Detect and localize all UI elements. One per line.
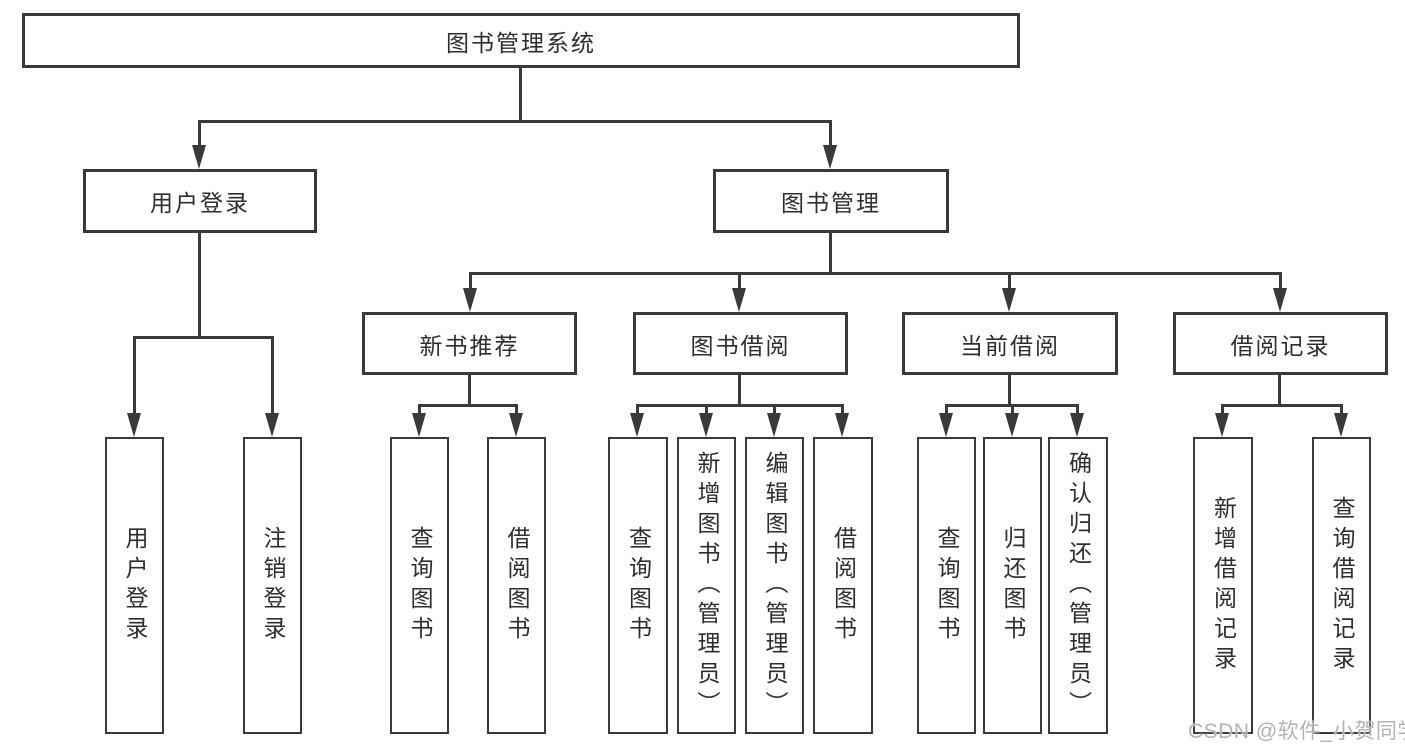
node-leaf-add-borrow-record: 新增借阅记录	[1193, 437, 1253, 734]
node-label: 新增借阅记录	[1210, 495, 1237, 676]
node-label: 图书管理系统	[446, 29, 596, 56]
connector-line	[1008, 272, 1011, 292]
connector-line	[198, 120, 832, 123]
connector-line	[738, 375, 741, 406]
arrowhead	[1273, 288, 1287, 312]
node-label: 当前借阅	[960, 332, 1060, 359]
connector-line	[469, 272, 472, 292]
node-borrowing-records: 借阅记录	[1173, 312, 1388, 375]
connector-line	[1278, 375, 1281, 406]
node-label: 注销登录	[260, 525, 286, 646]
connector-line	[705, 404, 708, 416]
connector-line	[945, 404, 948, 416]
connector-line	[515, 404, 518, 416]
node-leaf-confirm-return-admin: 确认归还（管理员）	[1048, 437, 1108, 734]
node-leaf-query-books-borrowing: 查询图书	[608, 437, 668, 734]
connector-line	[469, 272, 1282, 275]
connector-line	[738, 272, 741, 292]
node-user-login: 用户登录	[83, 169, 317, 233]
arrowhead	[1334, 413, 1348, 437]
node-label: 借阅图书	[830, 525, 857, 646]
node-label: 借阅记录	[1230, 332, 1331, 359]
connector-line	[1008, 375, 1011, 406]
arrowhead	[767, 413, 781, 437]
node-leaf-logout: 注销登录	[243, 437, 302, 734]
arrowhead	[823, 145, 837, 169]
connector-line	[636, 404, 639, 416]
connector-line	[829, 120, 832, 150]
arrowhead	[1005, 413, 1019, 437]
connector-line	[1076, 404, 1079, 416]
arrowhead	[509, 413, 523, 437]
arrowhead	[127, 413, 141, 437]
connector-line	[198, 120, 201, 150]
node-leaf-return-book: 归还图书	[983, 437, 1042, 734]
arrowhead	[463, 288, 477, 312]
node-label: 编辑图书（管理员）	[762, 450, 788, 721]
node-leaf-user-login: 用户登录	[105, 437, 164, 734]
connector-line	[468, 375, 471, 406]
connector-line	[1279, 272, 1282, 292]
node-book-management: 图书管理	[713, 169, 949, 233]
connector-line	[418, 404, 421, 416]
node-label: 图书管理	[781, 190, 881, 216]
arrowhead	[732, 288, 746, 312]
node-leaf-query-books-current: 查询图书	[917, 437, 976, 734]
node-leaf-edit-book-admin: 编辑图书（管理员）	[745, 437, 804, 734]
connector-line	[418, 404, 518, 407]
node-label: 归还图书	[1000, 525, 1026, 646]
node-leaf-borrow-books-recommend: 借阅图书	[487, 437, 546, 734]
arrowhead	[939, 413, 953, 437]
node-label: 图书借阅	[690, 332, 791, 359]
node-label: 用户登录	[122, 525, 148, 646]
node-new-book-recommendation: 新书推荐	[362, 312, 577, 375]
node-label: 用户登录	[150, 190, 250, 216]
connector-line	[773, 404, 776, 416]
connector-line	[1221, 404, 1343, 407]
node-label: 确认归还（管理员）	[1065, 450, 1092, 721]
node-leaf-borrow-books: 借阅图书	[813, 437, 873, 734]
node-label: 查询图书	[407, 525, 433, 646]
node-leaf-query-books-recommend: 查询图书	[390, 437, 449, 734]
connector-line	[1340, 404, 1343, 416]
arrowhead	[265, 413, 279, 437]
node-leaf-query-borrow-record: 查询借阅记录	[1312, 437, 1371, 734]
node-leaf-add-book-admin: 新增图书（管理员）	[677, 437, 736, 734]
arrowhead	[1002, 288, 1016, 312]
node-label: 查询图书	[625, 525, 652, 646]
arrowhead	[699, 413, 713, 437]
node-label: 查询借阅记录	[1329, 495, 1355, 676]
connector-line	[1221, 404, 1224, 416]
connector-line	[519, 68, 522, 122]
connector-line	[133, 336, 274, 339]
arrowhead	[1215, 413, 1229, 437]
connector-line	[271, 336, 274, 416]
node-label: 查询图书	[934, 525, 960, 646]
arrowhead	[192, 145, 206, 169]
arrowhead	[835, 413, 849, 437]
csdn-watermark: CSDN @软件_小贺同学	[1188, 720, 1405, 743]
node-library-management-system: 图书管理系统	[22, 13, 1020, 68]
connector-line	[1011, 404, 1014, 416]
node-book-borrowing: 图书借阅	[633, 312, 848, 375]
connector-line	[841, 404, 844, 416]
connector-line	[829, 233, 832, 275]
arrowhead	[1070, 413, 1084, 437]
arrowhead	[630, 413, 644, 437]
node-label: 新书推荐	[419, 332, 520, 359]
node-label: 新增图书（管理员）	[694, 450, 720, 721]
connector-line	[198, 233, 201, 338]
node-label: 借阅图书	[504, 525, 530, 646]
connector-line	[133, 336, 136, 416]
arrowhead	[412, 413, 426, 437]
node-current-borrowing: 当前借阅	[902, 312, 1118, 375]
connector-line	[636, 404, 844, 407]
